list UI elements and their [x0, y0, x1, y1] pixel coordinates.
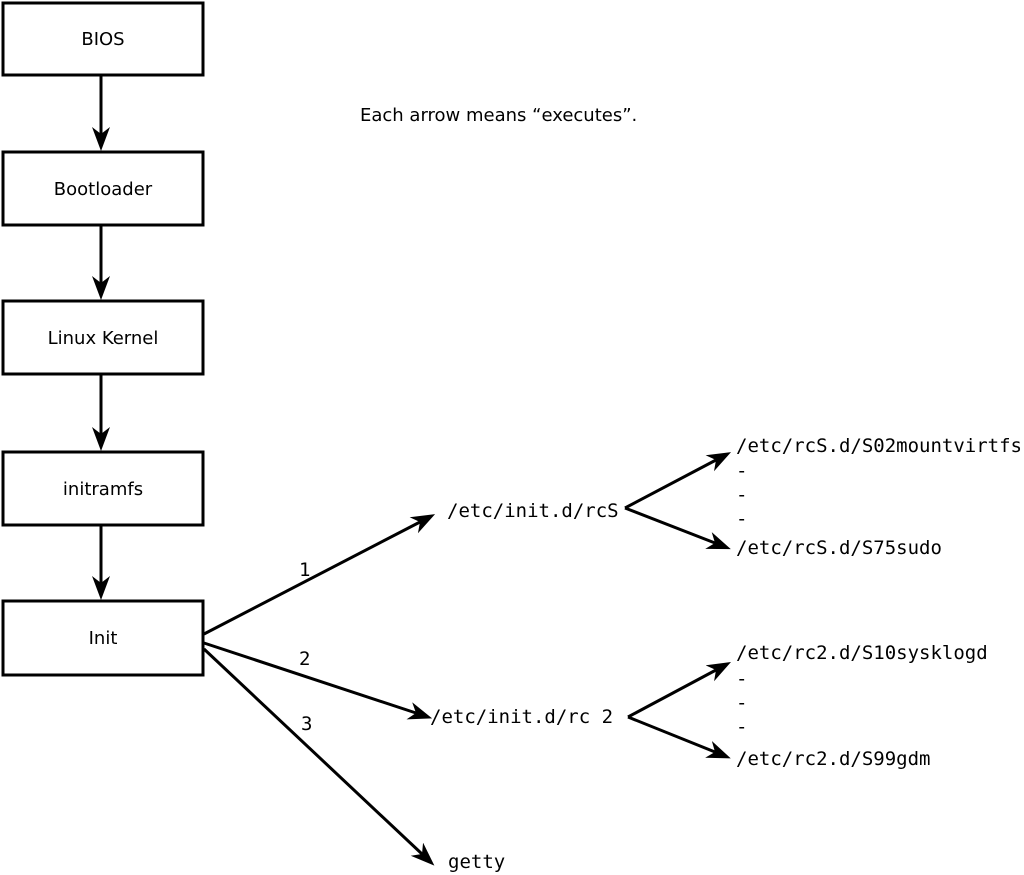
box-bootloader: [1, 150, 205, 227]
arrow-init-to-getty-icon: [202, 647, 435, 866]
arrow-init-to-rc2-icon: [203, 641, 433, 720]
box-linux-kernel: [1, 299, 205, 376]
rcS-ellipsis-3: -: [736, 508, 747, 530]
rc2-ellipsis-1: -: [736, 668, 747, 690]
arrow1-number-label: 1: [299, 559, 310, 581]
box-init: [1, 599, 205, 677]
rc2-branch: /etc/rc2.d/S10sysklogd - - - /etc/rc2.d/…: [627, 642, 988, 770]
rcS-first-entry-label: /etc/rcS.d/S02mountvirtfs: [736, 435, 1022, 457]
arrow-rcS-to-first-icon: [624, 452, 732, 510]
arrow-rc2-to-last-icon: [627, 715, 731, 759]
rcS-last-entry-label: /etc/rcS.d/S75sudo: [736, 537, 942, 559]
box-initramfs-label: initramfs: [63, 479, 143, 500]
rc2-ellipsis-2: -: [736, 692, 747, 714]
box-bootloader-label: Bootloader: [54, 179, 153, 200]
getty-label: getty: [448, 851, 505, 873]
box-init-label: Init: [89, 628, 118, 649]
boot-chain: BIOS Bootloader Linux Kernel initramfs I…: [1, 1, 205, 677]
rc2-last-entry-label: /etc/rc2.d/S99gdm: [736, 748, 930, 770]
arrow-rcS-to-last-icon: [624, 506, 731, 550]
rcS-branch: /etc/rcS.d/S02mountvirtfs - - - /etc/rcS…: [624, 435, 1022, 559]
arrow3-number-label: 3: [301, 713, 312, 735]
init-fanout: 1 2 3 /etc/init.d/rcS /etc/init.d/rc 2 g…: [202, 500, 619, 873]
box-bios: [1, 1, 205, 77]
rc2-script-label: /etc/init.d/rc 2: [430, 706, 613, 728]
arrow-rc2-to-first-icon: [627, 661, 731, 719]
box-initramfs: [1, 450, 205, 527]
box-bios-label: BIOS: [81, 29, 124, 50]
rc2-first-entry-label: /etc/rc2.d/S10sysklogd: [736, 642, 988, 664]
arrow-init-to-rcS-icon: [203, 514, 436, 636]
rc2-ellipsis-3: -: [736, 716, 747, 738]
legend-text: Each arrow means “executes”.: [360, 105, 637, 126]
rcS-ellipsis-1: -: [736, 460, 747, 482]
box-linux-kernel-label: Linux Kernel: [48, 328, 159, 349]
arrow2-number-label: 2: [299, 648, 310, 670]
rcS-ellipsis-2: -: [736, 484, 747, 506]
rcS-script-label: /etc/init.d/rcS: [447, 500, 619, 522]
